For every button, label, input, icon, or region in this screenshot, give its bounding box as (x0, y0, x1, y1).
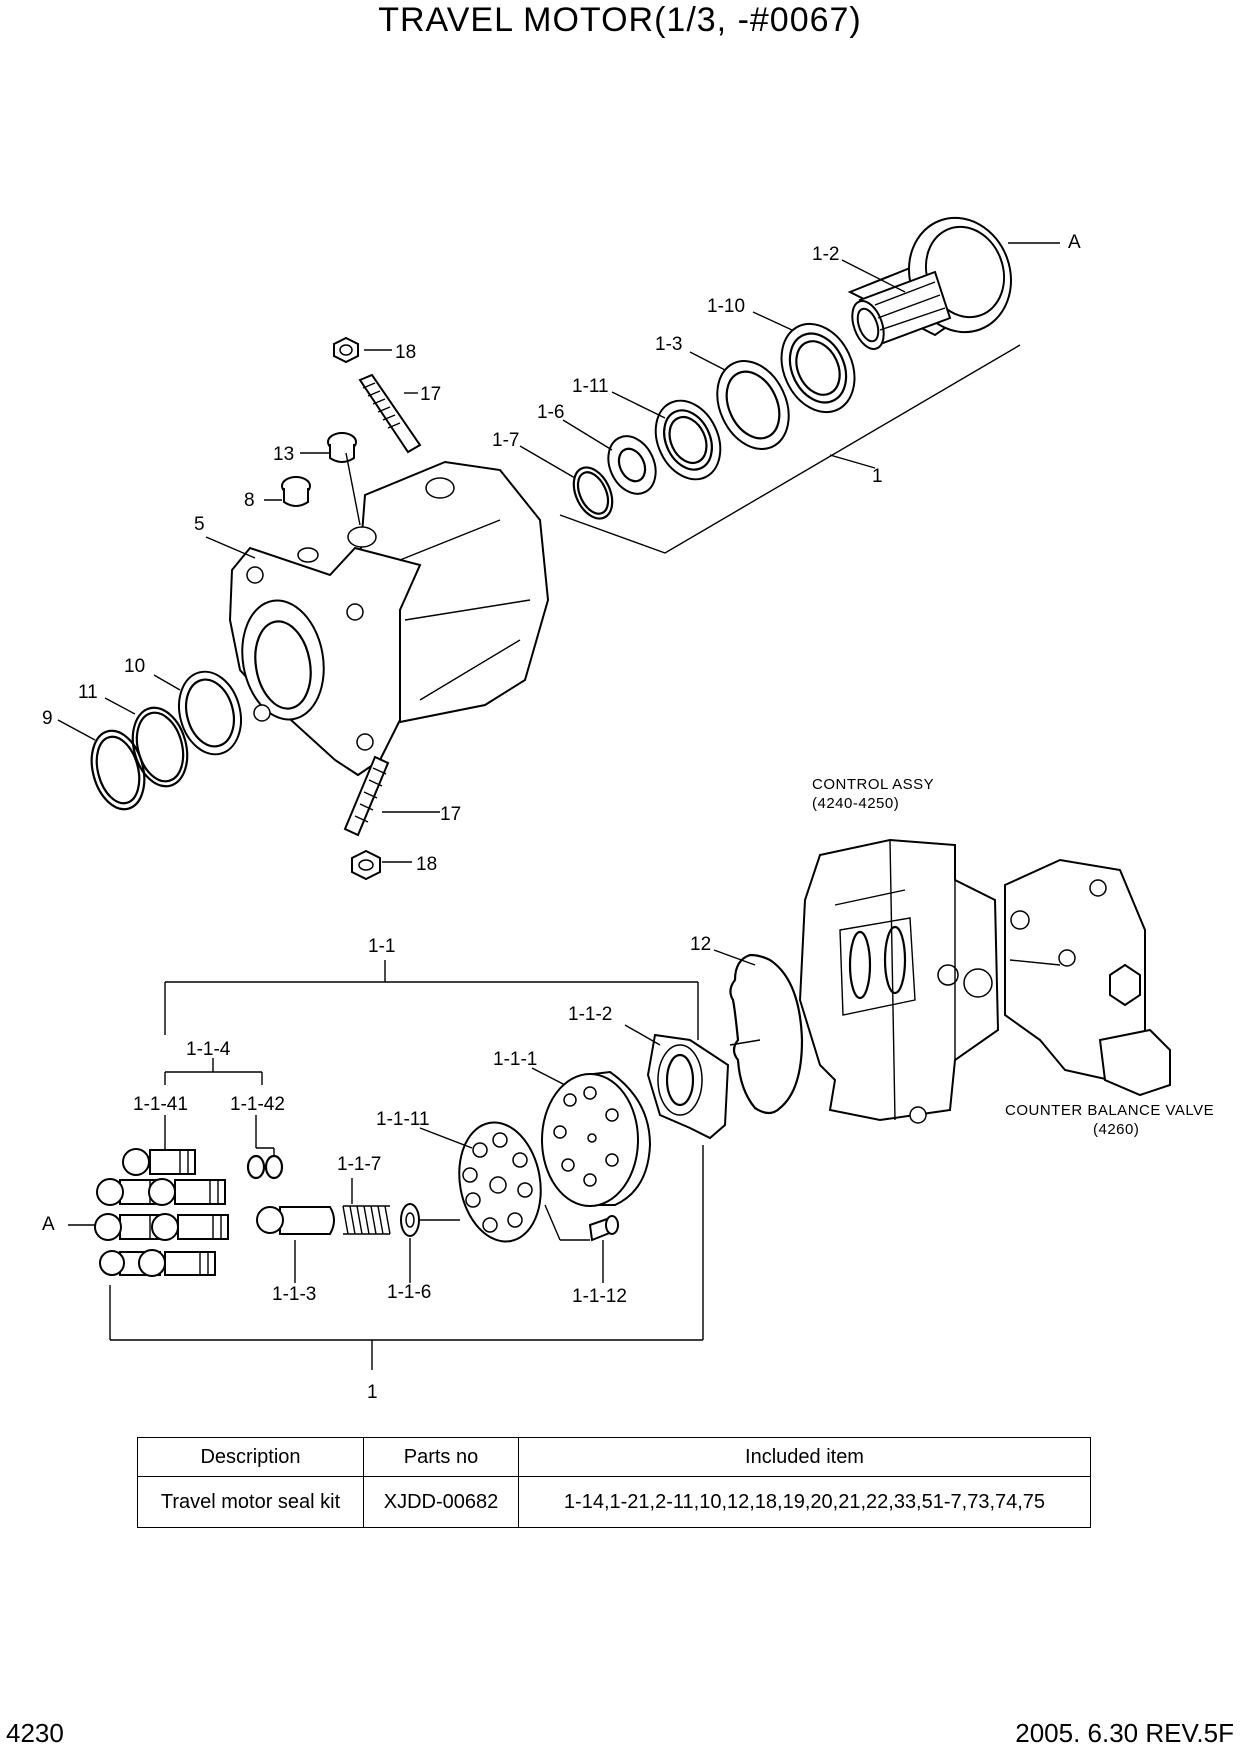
group-1-bracket (559, 344, 1021, 554)
label-counter-balance-ref: (4260) (1093, 1121, 1139, 1138)
plug-13-part (327, 432, 357, 463)
bearing-race-part (716, 360, 790, 450)
label-a-bottom: A (42, 1214, 55, 1235)
seal-ring-10-part (178, 670, 242, 756)
label-17-bottom: 17 (440, 804, 461, 825)
label-1-1-1: 1-1-1 (493, 1049, 537, 1070)
label-1-1-6: 1-1-6 (387, 1282, 431, 1303)
revision-date: 2005. 6.30 REV.5F (1015, 1718, 1234, 1748)
piston-set-part (94, 1148, 229, 1277)
label-1-2: 1-2 (812, 244, 839, 265)
label-a-top: A (1068, 232, 1081, 253)
label-12: 12 (690, 934, 711, 955)
stud-17-bottom-part (343, 755, 390, 837)
label-5: 5 (194, 514, 205, 535)
leader-12 (713, 949, 756, 966)
label-1-1-2: 1-1-2 (568, 1004, 612, 1025)
snap-ring-part (572, 466, 614, 520)
retainer-plate-part (458, 1121, 542, 1243)
table-header-included-item: Included item (518, 1437, 1091, 1477)
output-shaft-part (847, 216, 1013, 350)
label-counter-balance: COUNTER BALANCE VALVE (1005, 1102, 1214, 1119)
ball-bearing-part (654, 399, 722, 481)
table-header-row: Description Parts no Included item (137, 1437, 1091, 1477)
valve-plate-part (646, 1033, 730, 1140)
label-1-bottom: 1 (367, 1382, 378, 1403)
label-8: 8 (244, 490, 255, 511)
label-18-bottom: 18 (416, 854, 437, 875)
label-control-assy: CONTROL ASSY (812, 776, 934, 793)
label-1-3: 1-3 (655, 334, 682, 355)
shoe-rings-part (246, 1154, 284, 1180)
label-1-1-3: 1-1-3 (272, 1284, 316, 1305)
stud-17-top-part (358, 373, 422, 454)
label-control-assy-ref: (4240-4250) (812, 795, 899, 812)
motor-housing-part (228, 460, 550, 777)
pin-1-1-3-part (256, 1206, 335, 1235)
label-11: 11 (78, 682, 98, 703)
label-13: 13 (273, 444, 294, 465)
nut-18-top-part (333, 336, 359, 364)
seal-kit-table: Description Parts no Included item Trave… (137, 1437, 1091, 1528)
label-1-11: 1-11 (572, 376, 609, 397)
label-1-6: 1-6 (537, 402, 564, 423)
label-1-1-12: 1-1-12 (572, 1286, 627, 1307)
label-1-1-7: 1-1-7 (337, 1154, 381, 1175)
table-cell-included-item: 1-14,1-21,2-11,10,12,18,19,20,21,22,33,5… (518, 1476, 1091, 1528)
plug-8-part (281, 476, 311, 507)
washer-1-1-6-part (400, 1203, 420, 1237)
washer-part (607, 435, 657, 495)
table-cell-description: Travel motor seal kit (137, 1476, 364, 1528)
roller-bearing-part (780, 322, 856, 414)
label-18-top: 18 (395, 342, 416, 363)
snap-ring-9-part (90, 729, 146, 811)
label-1-1-42: 1-1-42 (230, 1094, 285, 1115)
leader-lines-upper (57, 242, 1060, 863)
label-1-1-41: 1-1-41 (133, 1094, 188, 1115)
bolt-1-1-12-part (588, 1215, 619, 1242)
group-1-1-bracket (164, 960, 699, 1040)
label-1-1: 1-1 (368, 936, 395, 957)
o-ring-12-part (729, 953, 804, 1115)
table-cell-parts-no: XJDD-00682 (363, 1476, 519, 1528)
label-17-top: 17 (420, 384, 441, 405)
label-1-upper: 1 (872, 466, 883, 487)
counter-balance-valve-part (1004, 858, 1171, 1097)
table-header-parts-no: Parts no (363, 1437, 519, 1477)
leader-12b (729, 1039, 761, 1046)
label-1-7: 1-7 (492, 430, 519, 451)
label-10: 10 (124, 656, 145, 677)
label-1-1-4: 1-1-4 (186, 1039, 231, 1060)
nut-18-bottom-part (351, 849, 381, 881)
leader-lines-lower (68, 1024, 661, 1283)
label-1-10: 1-10 (707, 296, 745, 317)
label-9: 9 (42, 708, 53, 729)
spring-1-1-7-part (342, 1205, 391, 1235)
group-1-bottom-bracket (109, 1145, 704, 1370)
table-row: Travel motor seal kit XJDD-00682 1-14,1-… (137, 1476, 1091, 1528)
control-assy-part (798, 838, 1000, 1124)
cylinder-block-part (541, 1070, 652, 1207)
label-1-1-11: 1-1-11 (376, 1109, 430, 1130)
page-title: TRAVEL MOTOR(1/3, -#0067) (378, 1, 862, 39)
table-header-description: Description (137, 1437, 364, 1477)
page-number: 4230 (6, 1718, 64, 1748)
